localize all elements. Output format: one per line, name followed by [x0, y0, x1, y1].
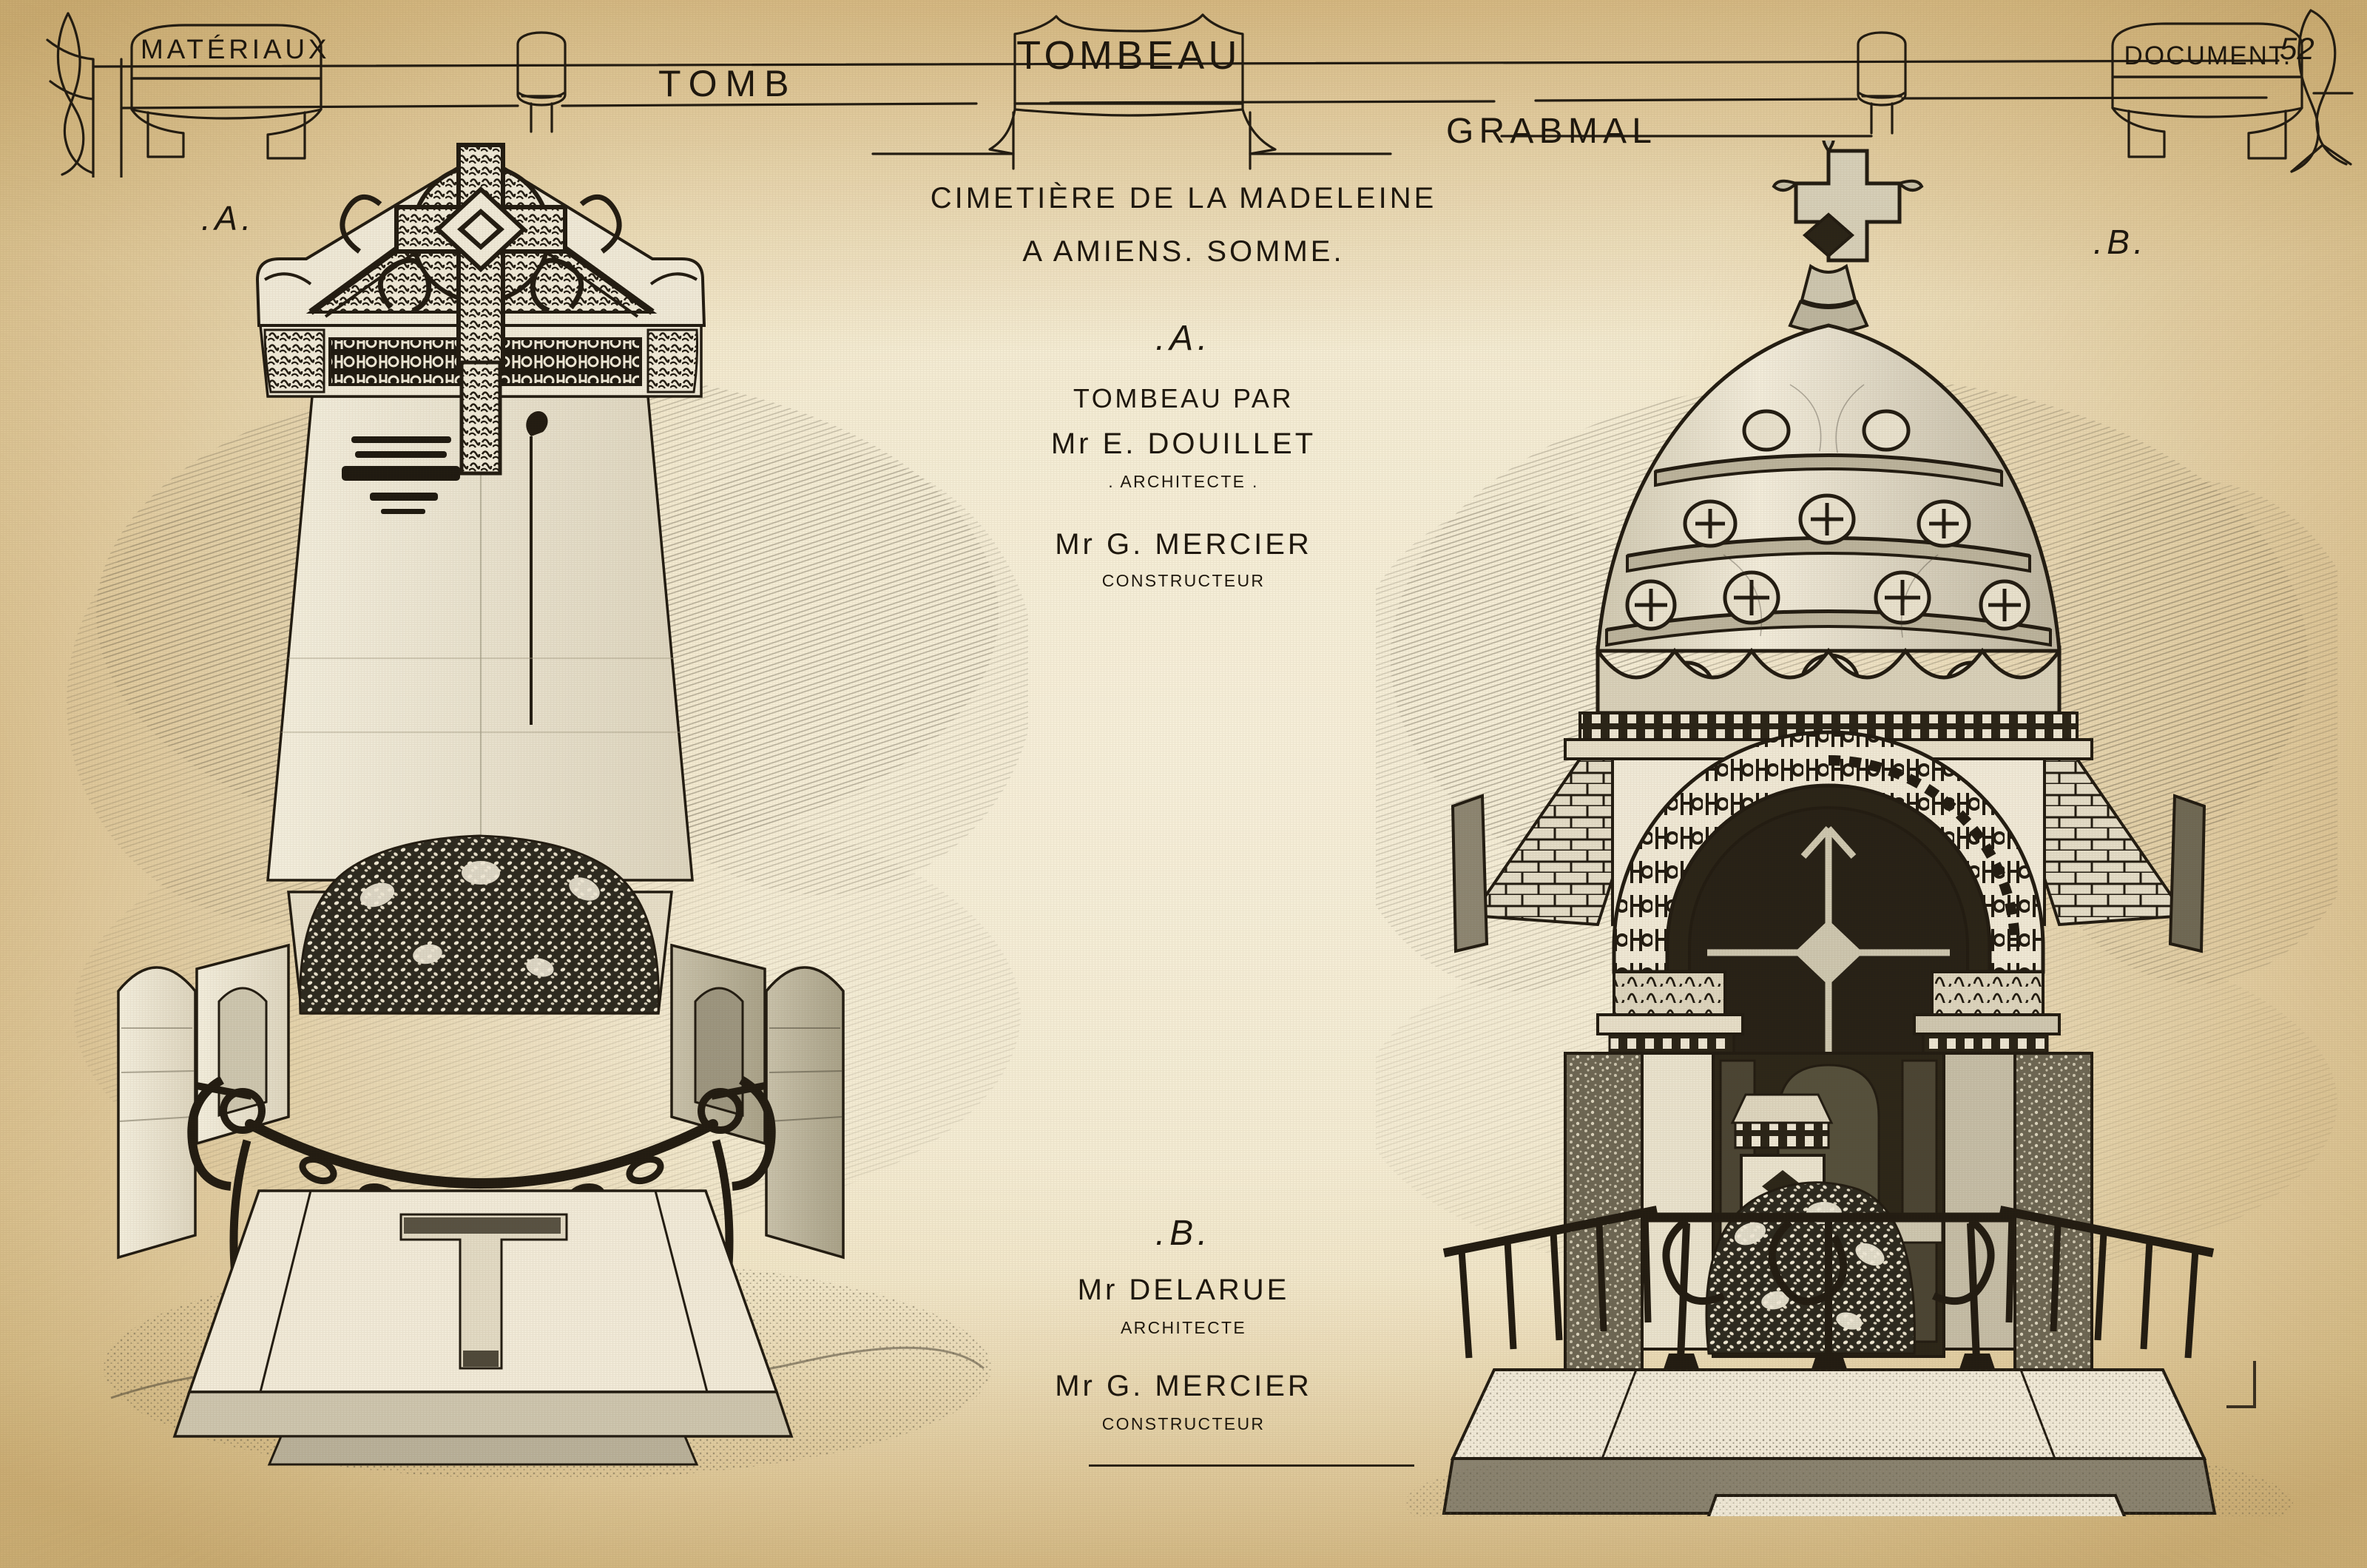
caption-a-line4: Mr G. MERCIER [1055, 528, 1312, 561]
figure-a-drawing [67, 141, 1028, 1516]
grave-rod [526, 411, 548, 725]
page-number: 52 [2280, 31, 2314, 66]
banner-left-cartouche-label: MATÉRIAUX [141, 34, 331, 64]
corner-posts [117, 966, 845, 1260]
floriated-cross-finial [1772, 141, 1924, 334]
banner-right-label: GRABMAL [1446, 112, 1658, 151]
banded-dome [1596, 323, 2062, 715]
ledger-slab [172, 1189, 794, 1466]
caption-b-line1: Mr DELARUE [1077, 1274, 1290, 1306]
banner-right-cartouche-label: DOCUMENT. [2124, 41, 2292, 70]
drum-cornice [1564, 712, 2093, 760]
title-line-2: A AMIENS. SOMME. [1022, 235, 1345, 268]
roof-and-facade [1451, 730, 2206, 1104]
figure-label-b: .B. [2093, 223, 2147, 261]
tympanum-cross [1707, 825, 1950, 1080]
iron-chain-barrier [187, 1075, 776, 1311]
celtic-cross-finial [394, 143, 567, 476]
banner-center-cartouche-label: TOMBEAU [1016, 33, 1241, 78]
caption-a-line2: Mr E. DOUILLET [1050, 428, 1317, 460]
caption-b-letter: .B. [1155, 1214, 1212, 1253]
slab-cross-inlay [399, 1213, 568, 1370]
banner-left-label: TOMB [658, 63, 797, 104]
epitaph-inscription [342, 436, 460, 514]
title-line-1: CIMETIÈRE DE LA MADELEINE [930, 182, 1437, 214]
ground-stipple-b [1405, 1436, 2293, 1516]
caption-b-line3: Mr G. MERCIER [1055, 1370, 1312, 1402]
figure-label-a: .A. [201, 199, 255, 237]
figure-b-drawing [1376, 141, 2337, 1516]
caption-a-letter: .A. [1155, 319, 1212, 358]
flower-bed-planter [287, 834, 673, 1015]
header-banner: MATÉRIAUX TOMB TOMBEAU GRABMAL DOCUMENT. [0, 0, 2367, 178]
caption-b-line2: ARCHITECTE [1121, 1318, 1246, 1337]
caption-b-line4: CONSTRUCTEUR [1101, 1414, 1266, 1433]
caption-a-line1: TOMBEAU PAR [1073, 383, 1294, 413]
caption-divider-rule [1089, 1464, 1414, 1467]
iron-railing [1442, 1206, 2215, 1371]
caption-a-line3: . ARCHITECTE . [1108, 472, 1259, 491]
crop-mark-bottom-right [2226, 1361, 2256, 1408]
caption-a-line5: CONSTRUCTEUR [1101, 571, 1266, 590]
